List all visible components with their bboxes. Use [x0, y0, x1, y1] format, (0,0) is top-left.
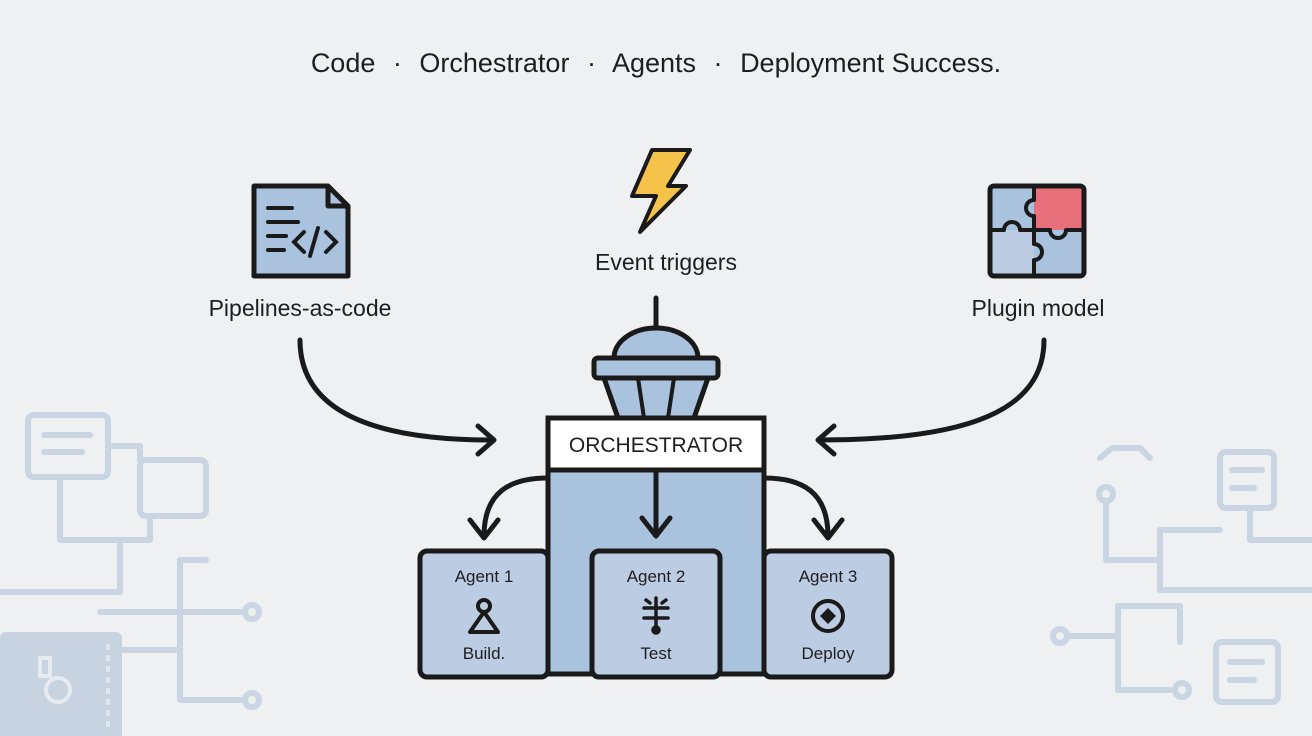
input-label-plugin-model: Plugin model	[972, 295, 1105, 321]
decor-circuit-left	[0, 412, 262, 710]
page-title: Code · Orchestrator · Agents · Deploymen…	[311, 48, 1001, 78]
agent-card-3: Agent 3 Deploy	[761, 548, 895, 680]
title-separator: ·	[393, 48, 402, 78]
decor-circuit-right	[1050, 445, 1312, 705]
control-tower-icon	[591, 295, 721, 421]
code-file-icon	[251, 183, 351, 279]
puzzle-icon	[987, 183, 1087, 279]
agent-card-2: Agent 2 Test	[589, 548, 723, 680]
agent-card-1: Agent 1 Build.	[417, 548, 551, 680]
agent-name-2: Agent 2	[627, 567, 686, 586]
title-part-orchestrator: Orchestrator	[419, 48, 569, 78]
input-label-event-triggers: Event triggers	[595, 249, 737, 275]
arrow-pipelines-to-orchestrator	[297, 337, 495, 443]
lightning-bolt-icon	[630, 148, 692, 234]
input-label-pipelines: Pipelines-as-code	[209, 295, 392, 321]
agent-task-3: Deploy	[802, 644, 855, 663]
build-icon	[468, 598, 500, 634]
distribution-arrows	[467, 469, 845, 541]
title-separator: ·	[587, 48, 596, 78]
arrow-plugins-to-orchestrator	[817, 337, 1047, 443]
arrow-to-agent-1	[481, 475, 551, 539]
input-arrows	[297, 337, 1047, 457]
decor-device-left	[0, 632, 122, 736]
arrow-to-agent-3	[761, 475, 831, 539]
deploy-icon	[811, 599, 845, 633]
title-part-code: Code	[311, 48, 376, 78]
title-separator: ·	[714, 48, 723, 78]
title-part-agents: Agents	[612, 48, 696, 78]
agent-name-1: Agent 1	[455, 567, 514, 586]
orchestrator-label: ORCHESTRATOR	[569, 434, 743, 457]
title-part-deployment: Deployment Success.	[740, 48, 1001, 78]
agent-name-3: Agent 3	[799, 567, 858, 586]
agent-task-2: Test	[640, 644, 671, 663]
test-icon	[642, 596, 670, 635]
agent-task-1: Build.	[463, 644, 506, 663]
orchestrator-label-box	[545, 415, 767, 473]
